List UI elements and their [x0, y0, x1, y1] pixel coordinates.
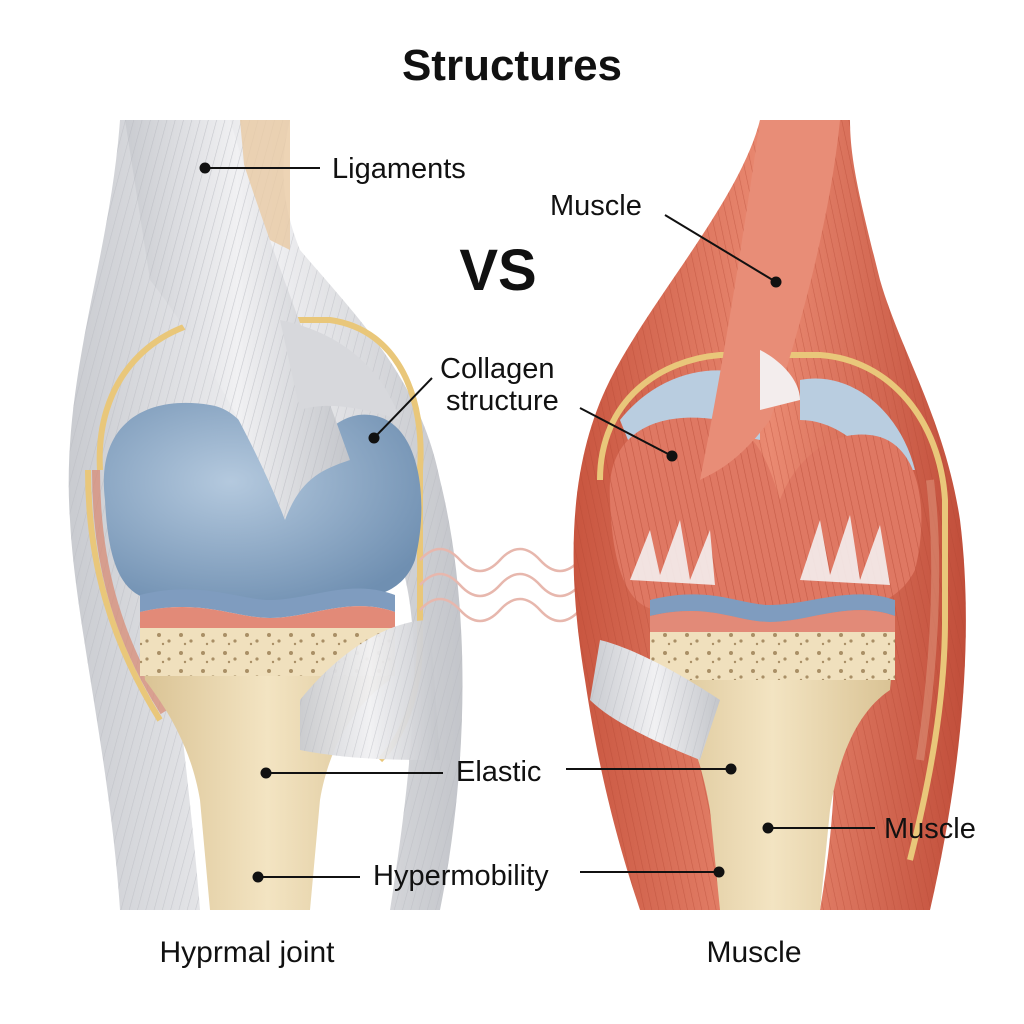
callout-collagen-structure: Collagen structure	[368, 353, 678, 462]
caption-left: Hyprmal joint	[159, 936, 335, 969]
vs-label: VS	[459, 238, 536, 303]
label-muscle-right: Muscle	[884, 813, 976, 845]
page-title: Structures	[402, 41, 622, 90]
label-elastic: Elastic	[456, 756, 541, 788]
label-collagen-line1: Collagen	[440, 353, 554, 385]
callout-hypermobility: Hypermobility	[252, 860, 725, 892]
right-knee-illustration	[573, 120, 966, 910]
callout-muscle-right: Muscle	[762, 813, 976, 845]
left-knee-illustration	[68, 120, 463, 910]
label-collagen-line2: structure	[446, 385, 559, 417]
label-ligaments: Ligaments	[332, 153, 466, 185]
callout-elastic: Elastic	[260, 756, 737, 788]
callout-muscle-top: Muscle	[550, 190, 782, 288]
caption-right: Muscle	[706, 936, 801, 969]
callout-ligaments: Ligaments	[199, 153, 466, 185]
label-hypermobility: Hypermobility	[373, 860, 549, 892]
label-muscle-top: Muscle	[550, 190, 642, 222]
